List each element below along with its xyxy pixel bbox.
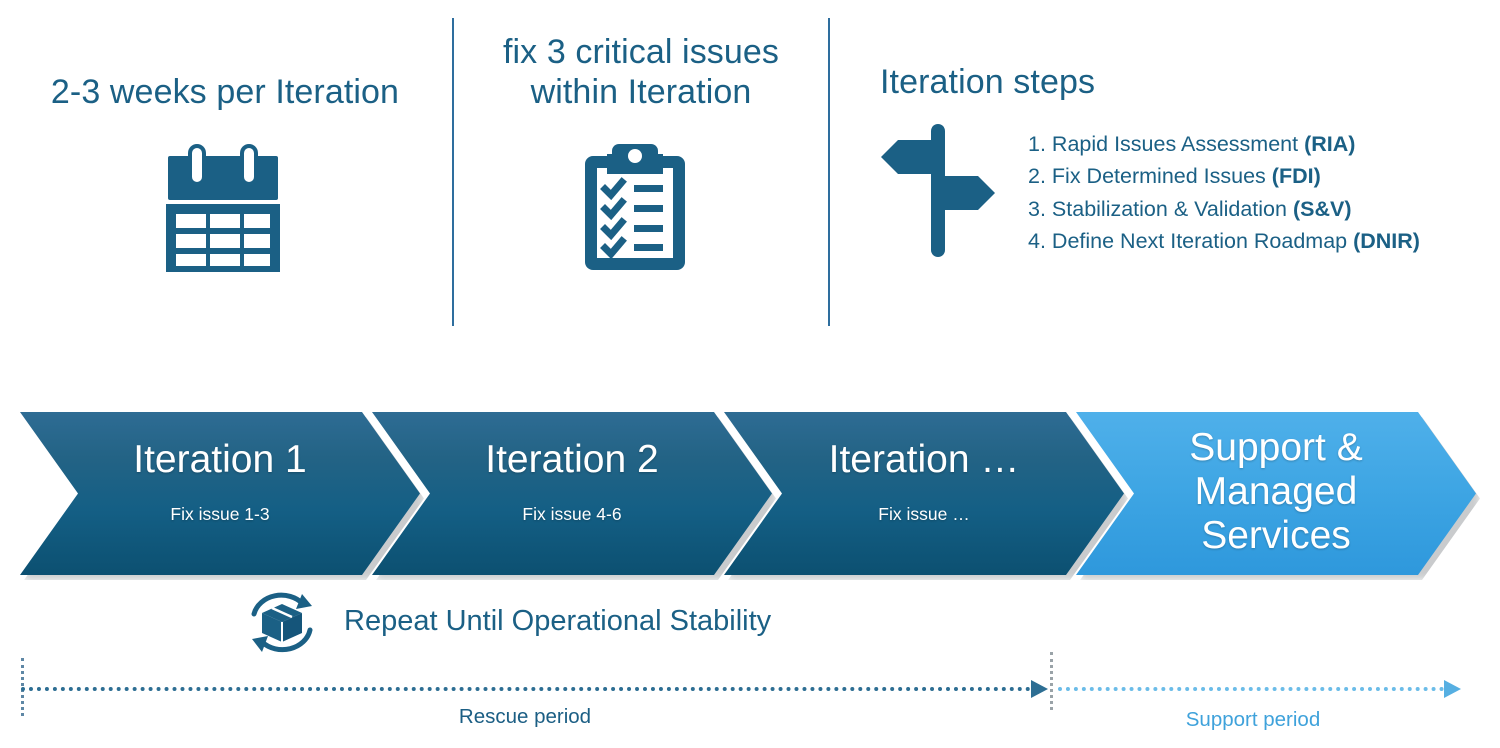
step-abbr: (RIA): [1304, 132, 1356, 156]
step-abbr: (S&V): [1292, 196, 1352, 221]
rescue-period-label: Rescue period: [458, 705, 592, 728]
chevron-subtitle: Fix issue 4-6: [522, 504, 622, 524]
chevron-title: Iteration …: [828, 438, 1020, 481]
step-item: 2. Fix Determined Issues (FDI): [1028, 160, 1498, 192]
step-abbr: (FDI): [1271, 164, 1321, 189]
panel-heading-weeks: 2-3 weeks per Iteration: [50, 73, 400, 111]
process-chevron-row: Iteration 1 Fix issue 1-3 Iteration 2 Fi…: [0, 412, 1500, 580]
step-number: 1.: [1028, 132, 1046, 156]
step-text: Fix Determined Issues: [1051, 164, 1272, 189]
step-number: 2.: [1028, 164, 1046, 189]
panel-heading-steps: Iteration steps: [880, 63, 1096, 101]
chevron-title: Support & Managed Services: [1189, 426, 1363, 557]
chevron-title: Iteration 2: [485, 438, 659, 481]
timeline-phase-divider: [1050, 652, 1053, 710]
step-item: 3. Stabilization & Validation (S&V): [1028, 193, 1498, 225]
step-item: 1. Rapid Issues Assessment (RIA): [1028, 128, 1498, 160]
support-period-line: [1058, 687, 1444, 691]
step-text: Define Next Iteration Roadmap: [1051, 229, 1354, 254]
chevron-iteration-2[interactable]: Iteration 2 Fix issue 4-6: [372, 412, 772, 575]
step-text: Stabilization & Validation: [1051, 196, 1293, 221]
step-text: Rapid Issues Assessment: [1051, 132, 1305, 156]
panel-heading-fix: fix 3 critical issues within Iteration: [502, 33, 780, 112]
step-abbr: (DNIR): [1353, 229, 1420, 254]
repeat-box-cycle-icon: [240, 592, 324, 659]
chevron-subtitle: Fix issue 1-3: [170, 504, 270, 524]
chevron-title: Iteration 1: [133, 438, 307, 481]
chevron-iteration-1[interactable]: Iteration 1 Fix issue 1-3: [20, 412, 420, 575]
panel-divider-2: [828, 18, 830, 326]
rescue-period-line: [21, 687, 1031, 691]
support-period-arrowhead: [1444, 680, 1461, 698]
step-number: 4.: [1028, 229, 1046, 254]
panel-divider-1: [452, 18, 454, 326]
iteration-steps-list: 1. Rapid Issues Assessment (RIA) 2. Fix …: [1028, 128, 1498, 258]
clipboard-checklist-icon: [579, 142, 691, 279]
repeat-label: Repeat Until Operational Stability: [344, 605, 772, 637]
chevron-support-managed-services[interactable]: Support & Managed Services: [1076, 412, 1476, 575]
signpost-icon: [878, 116, 1003, 266]
chevron-subtitle: Fix issue …: [878, 504, 970, 524]
chevron-iteration-next[interactable]: Iteration … Fix issue …: [724, 412, 1124, 575]
calendar-icon: [158, 142, 288, 279]
rescue-period-arrowhead: [1031, 680, 1048, 698]
support-period-label: Support period: [1185, 708, 1321, 731]
step-item: 4. Define Next Iteration Roadmap (DNIR): [1028, 225, 1498, 257]
step-number: 3.: [1028, 196, 1046, 221]
